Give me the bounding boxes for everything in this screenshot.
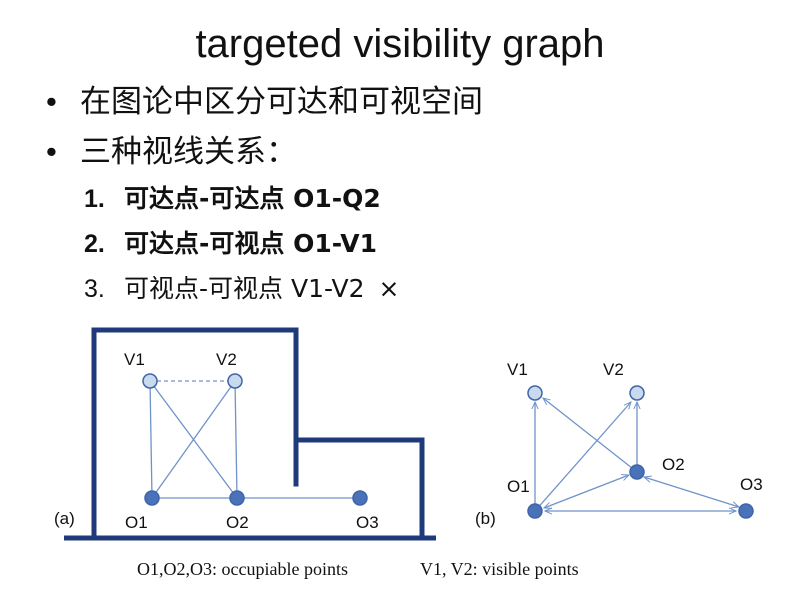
nodes-a bbox=[142, 373, 368, 506]
node-o2 bbox=[229, 490, 245, 506]
numbered-item-2: 2. 可达点-可视点 O1-V1 bbox=[84, 227, 377, 261]
edge-o2-o3 bbox=[644, 477, 739, 507]
edge-v2-o1 bbox=[151, 380, 236, 499]
bullet-text: 在图论中区分可达和可视空间 bbox=[80, 84, 483, 120]
node-label-o1: O1 bbox=[125, 513, 148, 532]
bullet-marker: • bbox=[46, 84, 57, 119]
item-number: 2. bbox=[84, 230, 105, 258]
node-label-v1: V1 bbox=[124, 350, 145, 369]
edges-a bbox=[149, 380, 360, 499]
node-v2 bbox=[629, 385, 645, 401]
walls-a bbox=[64, 327, 436, 541]
edge-v2-o2 bbox=[234, 380, 238, 499]
caption-occupiable: O1,O2,O3: occupiable points bbox=[137, 559, 348, 579]
bullet-item: • 三种视线关系： bbox=[46, 132, 297, 172]
node-o1 bbox=[144, 490, 160, 506]
cross-mark: × bbox=[378, 274, 400, 303]
item-number: 1. bbox=[84, 185, 105, 213]
nodes-b bbox=[527, 385, 754, 519]
node-o3 bbox=[738, 503, 754, 519]
node-label-v2: V2 bbox=[216, 350, 237, 369]
wall-outline bbox=[293, 437, 425, 541]
node-label-v2: V2 bbox=[603, 360, 624, 379]
numbered-item-3: 3. 可视点-可视点 V1-V2 × bbox=[84, 272, 400, 306]
item-text: 可达点-可视点 O1-V1 bbox=[124, 229, 378, 258]
item-number: 3. bbox=[84, 275, 105, 303]
node-v1 bbox=[527, 385, 543, 401]
edge-v1-o1 bbox=[149, 380, 153, 499]
node-o3 bbox=[352, 490, 368, 506]
item-text: 可视点-可视点 V1-V2 bbox=[124, 274, 365, 303]
node-label-o2: O2 bbox=[226, 513, 249, 532]
bullet-item: • 在图论中区分可达和可视空间 bbox=[46, 82, 483, 122]
node-v2 bbox=[227, 373, 243, 389]
wall-outline bbox=[91, 327, 299, 541]
node-label-o1: O1 bbox=[507, 477, 530, 496]
node-v1 bbox=[142, 373, 158, 389]
node-o2 bbox=[629, 464, 645, 480]
edges-b bbox=[535, 398, 739, 511]
bullet-marker: • bbox=[46, 134, 57, 169]
panel-label-b: (b) bbox=[475, 509, 496, 528]
edge-o1-o2 bbox=[544, 475, 629, 508]
edge-o2-v1 bbox=[543, 398, 638, 473]
slide-title: targeted visibility graph bbox=[195, 22, 605, 66]
node-label-o2: O2 bbox=[662, 455, 685, 474]
item-text: 可达点-可达点 O1-Q2 bbox=[124, 184, 381, 213]
numbered-item-1: 1. 可达点-可达点 O1-Q2 bbox=[84, 182, 381, 216]
node-label-v1: V1 bbox=[507, 360, 528, 379]
caption-visible: V1, V2: visible points bbox=[420, 559, 579, 579]
panel-label-a: (a) bbox=[54, 509, 75, 528]
bullet-text: 三种视线关系： bbox=[80, 134, 297, 170]
node-label-o3: O3 bbox=[740, 475, 763, 494]
node-label-o3: O3 bbox=[356, 513, 379, 532]
node-o1 bbox=[527, 503, 543, 519]
